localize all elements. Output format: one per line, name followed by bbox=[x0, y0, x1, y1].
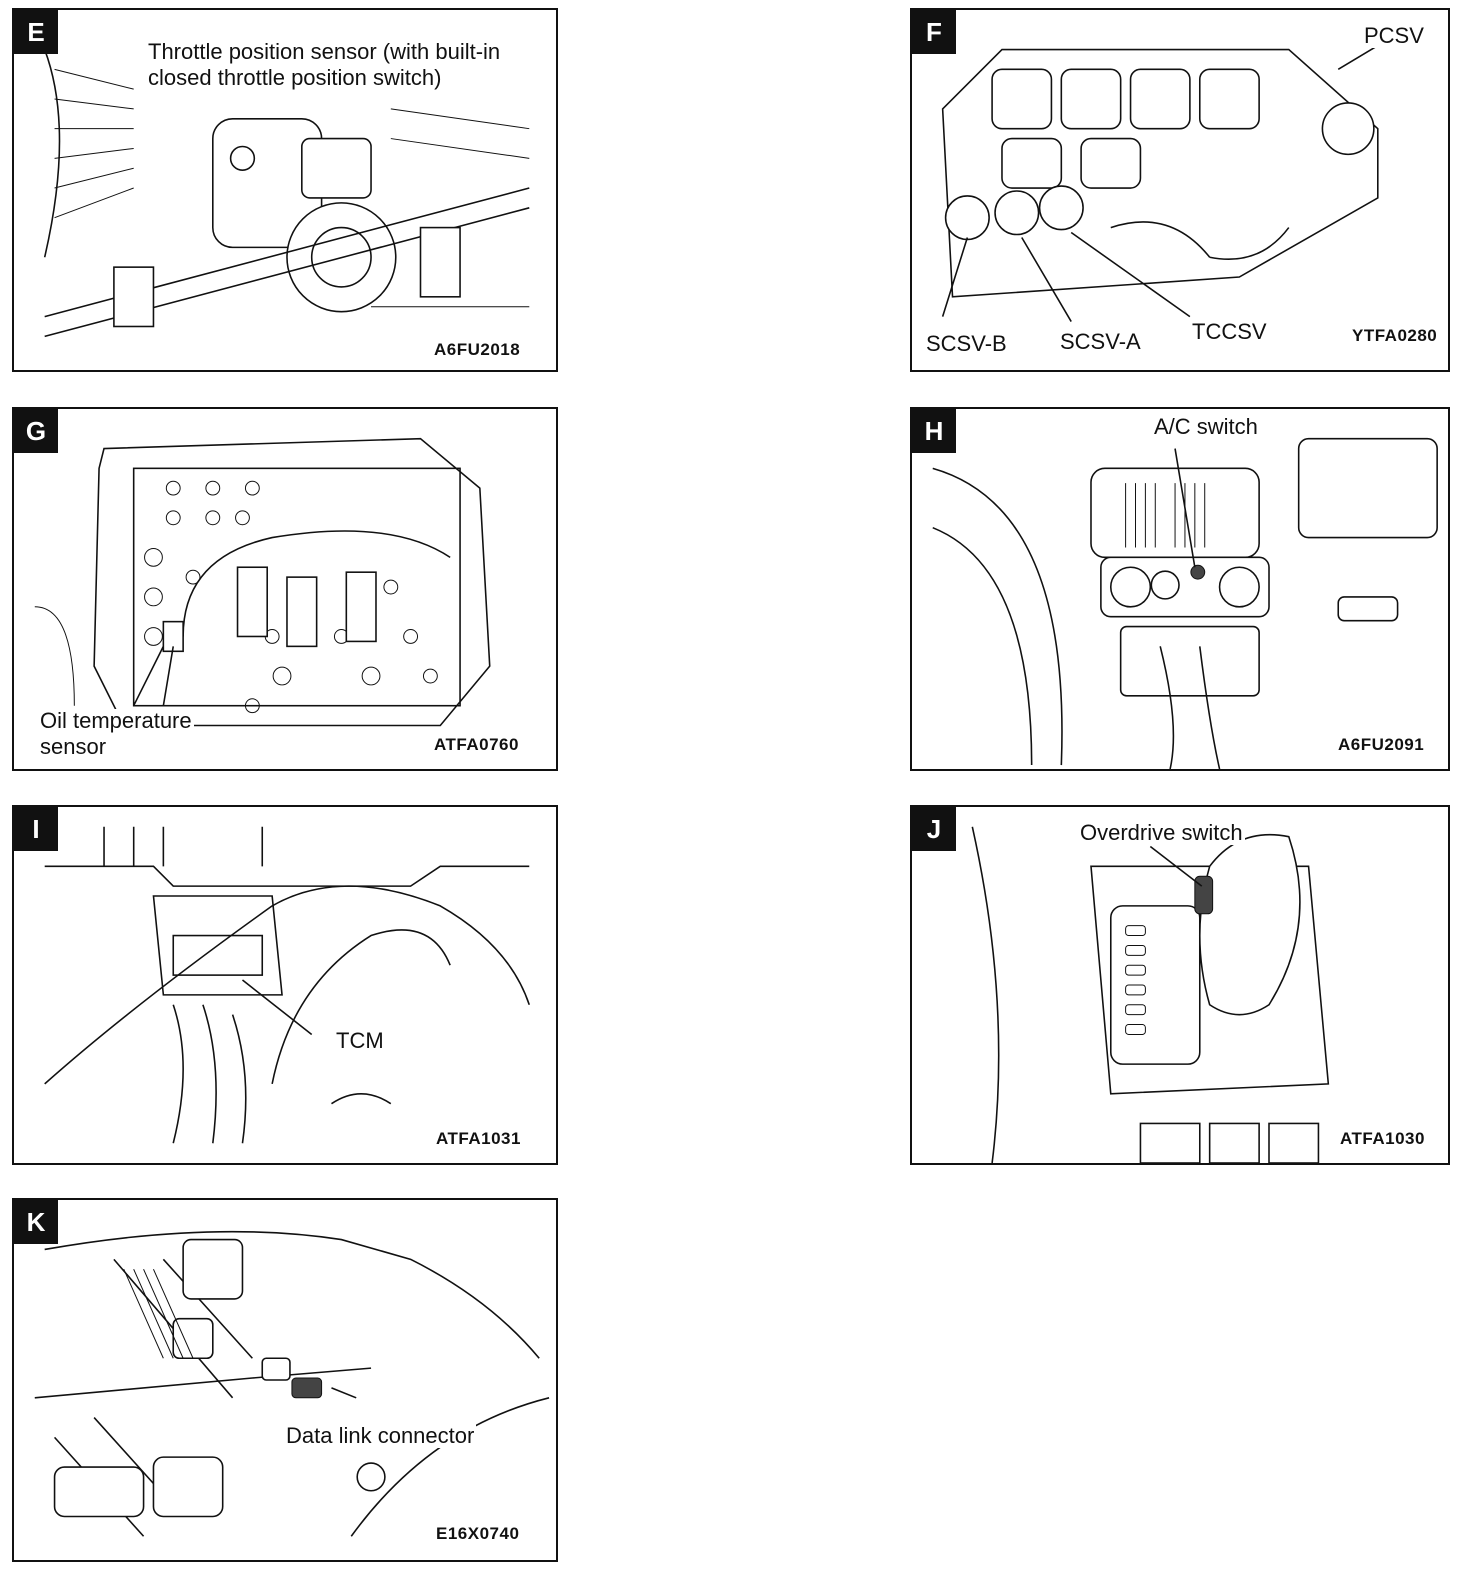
panel-badge: I bbox=[14, 807, 58, 851]
figure-code: YTFA0280 bbox=[1352, 326, 1438, 345]
throttle-sensor-label-line1: Throttle position sensor (with built-in bbox=[146, 39, 503, 64]
scsv-a-label: SCSV-A bbox=[1058, 329, 1143, 354]
tcm-location-illustration bbox=[44, 826, 531, 1144]
figure-code: E16X0740 bbox=[436, 1524, 520, 1543]
figure-panel-k: K Data link connector E16X0740 bbox=[12, 1198, 558, 1562]
figure-panel-g: G Oil temperature sensor ATFA0760 bbox=[12, 407, 558, 771]
data-link-connector-label: Data link connector bbox=[284, 1423, 477, 1448]
figure-panel-f: F PCSV SCSV-B SCSV-A TCCSV YTFA0280 bbox=[910, 8, 1450, 372]
panel-badge: K bbox=[14, 1200, 58, 1244]
throttle-body-illustration bbox=[43, 49, 530, 338]
tcm-label: TCM bbox=[334, 1028, 386, 1053]
data-link-connector-illustration bbox=[34, 1230, 550, 1537]
oil-temp-sensor-label-line1: Oil temperature bbox=[38, 708, 194, 733]
figure-code: A6FU2018 bbox=[434, 340, 521, 359]
tccsv-label: TCCSV bbox=[1190, 319, 1269, 344]
panel-badge: J bbox=[912, 807, 956, 851]
valve-body-plate-illustration bbox=[34, 437, 491, 727]
figure-code: ATFA1031 bbox=[436, 1129, 521, 1148]
panel-badge: H bbox=[912, 409, 956, 453]
panel-badge: F bbox=[912, 10, 956, 54]
figure-code: ATFA1030 bbox=[1340, 1129, 1425, 1148]
figure-code: ATFA0760 bbox=[434, 735, 519, 754]
pcsv-label: PCSV bbox=[1362, 23, 1426, 48]
figure-code: A6FU2091 bbox=[1338, 735, 1425, 754]
oil-temp-sensor-label-line2: sensor bbox=[38, 734, 109, 759]
panel-badge: E bbox=[14, 10, 58, 54]
figure-panel-j: J Overdrive switch ATFA1030 bbox=[910, 805, 1450, 1165]
ac-switch-label: A/C switch bbox=[1152, 414, 1260, 439]
throttle-sensor-label-line2: closed throttle position switch) bbox=[146, 65, 444, 90]
valve-body-illustration bbox=[941, 38, 1389, 322]
dashboard-illustration bbox=[932, 437, 1438, 769]
scsv-b-label: SCSV-B bbox=[924, 331, 1009, 356]
shift-lever-illustration bbox=[971, 826, 1330, 1163]
figure-panel-e: E Throttle position sensor (with built-i… bbox=[12, 8, 558, 372]
overdrive-switch-label: Overdrive switch bbox=[1078, 820, 1245, 845]
figure-panel-h: H A/C switch A6FU2091 bbox=[910, 407, 1450, 771]
figure-panel-i: I TCM ATFA1031 bbox=[12, 805, 558, 1165]
panel-badge: G bbox=[14, 409, 58, 453]
